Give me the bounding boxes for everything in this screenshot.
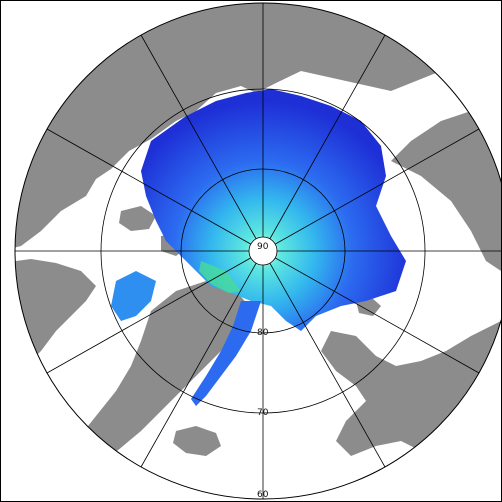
latitude-label-90: 90 bbox=[257, 242, 269, 252]
land-east bbox=[391, 111, 501, 271]
latitude-label-80: 80 bbox=[257, 328, 269, 338]
sea-ice-green-band bbox=[199, 261, 241, 293]
meridian-diag-1 bbox=[140, 250, 264, 468]
meridian-diag-4 bbox=[262, 250, 480, 374]
meridian-diag-3 bbox=[262, 250, 386, 468]
land-north-arc bbox=[15, 3, 501, 251]
pole-hole bbox=[248, 236, 278, 266]
sea-ice-tongue bbox=[191, 301, 261, 406]
meridian-diag-7 bbox=[46, 128, 264, 252]
land-island-archipelago bbox=[119, 206, 156, 231]
land-island-south bbox=[173, 426, 221, 456]
latitude-label-70: 70 bbox=[257, 408, 269, 418]
meridian-diag-6 bbox=[262, 34, 386, 252]
sea-ice-field bbox=[111, 89, 406, 406]
meridian-diag-2 bbox=[46, 250, 264, 374]
meridian-diag-5 bbox=[140, 34, 264, 252]
latitude-label-60: 60 bbox=[257, 490, 269, 500]
meridian-diag-8 bbox=[262, 128, 480, 252]
sea-ice-baffin bbox=[111, 271, 156, 321]
disc-border bbox=[14, 2, 501, 500]
